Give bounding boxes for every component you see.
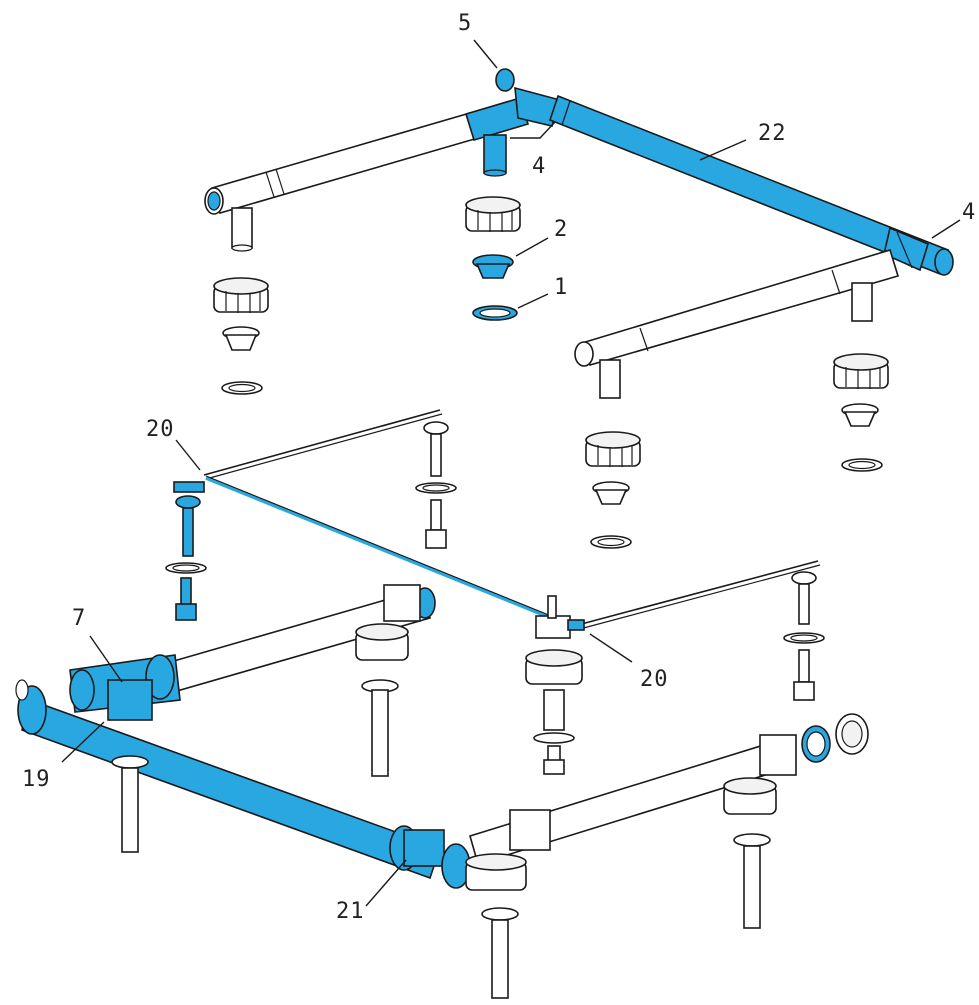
nut-stack-right (833, 353, 889, 472)
bottom-manifold (15, 584, 869, 999)
end-cap-5 (495, 68, 515, 92)
leader-lines (61, 39, 961, 907)
nut-stack-center (465, 196, 521, 321)
callout-19: 19 (22, 767, 51, 792)
top-tee-and-pipe-22 (464, 86, 954, 276)
callout-21: 21 (336, 899, 365, 924)
tee-7 (69, 654, 181, 721)
callout-5: 5 (458, 11, 472, 36)
top-left-pipe (204, 112, 480, 252)
nut-stack-mid (585, 431, 641, 549)
callout-20-right: 20 (640, 667, 669, 692)
coupling-21 (389, 825, 471, 889)
callout-22: 22 (758, 121, 787, 146)
top-right-pipe (574, 249, 900, 399)
callout-4-top: 4 (532, 154, 546, 179)
callout-1: 1 (554, 275, 568, 300)
spray-bar-right (525, 560, 825, 775)
callout-labels: 5 4 22 4 2 1 20 7 20 19 21 (22, 11, 976, 924)
callout-4-right: 4 (962, 200, 976, 225)
callout-2: 2 (554, 217, 568, 242)
top-manifold (204, 68, 954, 399)
callout-7: 7 (72, 606, 86, 631)
nut-stack-left (213, 277, 269, 395)
callout-20-left: 20 (146, 417, 175, 442)
spray-bar-left (165, 409, 567, 626)
